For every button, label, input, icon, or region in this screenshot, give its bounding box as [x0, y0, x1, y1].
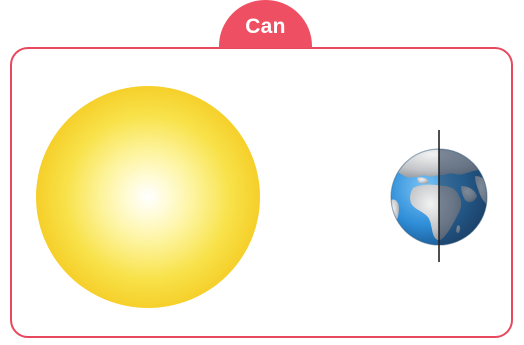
- earth-icon: [387, 130, 491, 262]
- title-tab: Can: [219, 0, 312, 48]
- tab-label: Can: [245, 15, 286, 38]
- sun-icon: [36, 86, 260, 308]
